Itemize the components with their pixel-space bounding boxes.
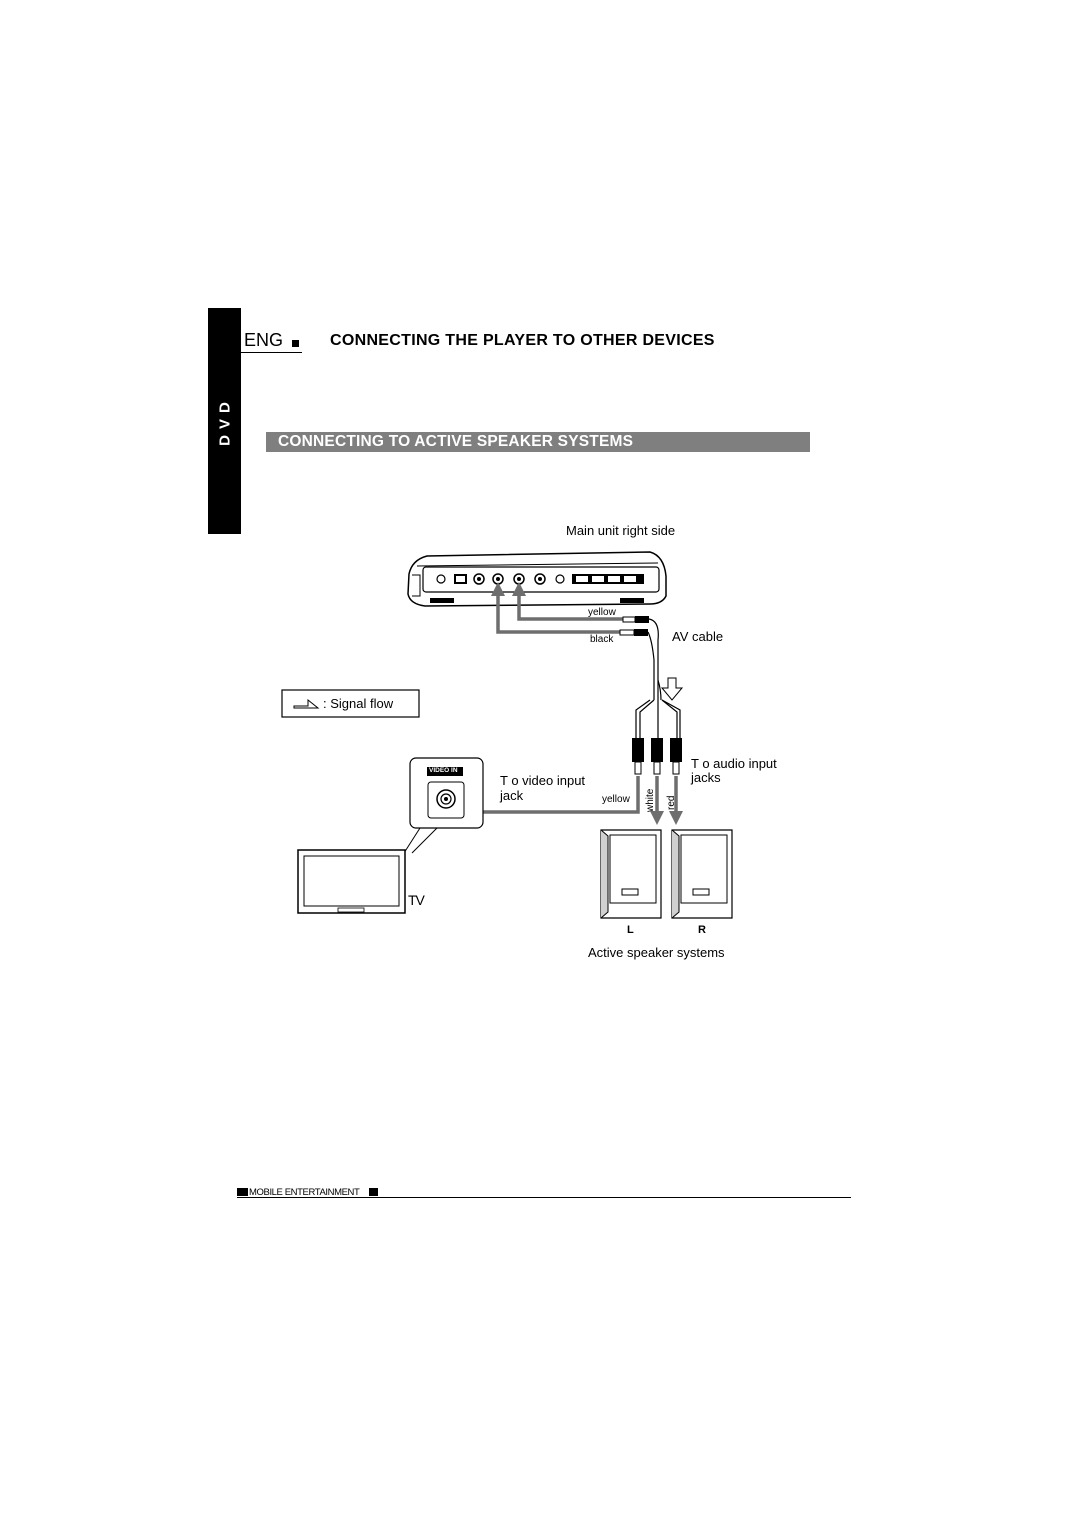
signal-flow-icon: [660, 677, 684, 701]
video-in-label: VIDEO IN: [429, 767, 458, 774]
speaker-right-label: R: [698, 924, 706, 936]
video-in-jack-callout: [403, 757, 484, 854]
footer-text: MOBILE ENTERTAINMENT: [249, 1187, 360, 1198]
red-cable-label: red: [666, 795, 677, 810]
av-cable-label: AV cable: [672, 629, 724, 644]
signal-arrow-black: [491, 582, 642, 634]
plug-yellow-label: yellow: [588, 607, 616, 618]
speaker-right: [671, 829, 733, 919]
language-label: ENG: [244, 330, 284, 350]
header-underline: [240, 352, 302, 353]
footer-square-icon: [369, 1188, 378, 1196]
footer-rule: [237, 1197, 851, 1198]
plug-black-label: black: [590, 634, 614, 645]
legend-text: : Signal flow: [323, 696, 394, 711]
section-title: CONNECTING TO ACTIVE SPEAKER SYSTEMS: [278, 433, 634, 450]
to-video-input-label-line2: jack: [500, 788, 524, 803]
to-audio-input-label-line1: T o audio input: [691, 756, 777, 771]
footer-square-icon: [237, 1188, 248, 1196]
tv-label: TV: [408, 892, 425, 908]
av-cable: [635, 618, 681, 738]
tv-set: [297, 849, 406, 914]
white-cable-label: white: [645, 788, 656, 812]
to-video-input-label-line1: T o video input: [500, 773, 586, 788]
page-number: 22: [216, 329, 236, 351]
signal-arrow-video: [455, 776, 640, 819]
to-audio-input-label-line2: jacks: [691, 770, 721, 785]
rca-plugs: [632, 738, 682, 775]
section-bar: CONNECTING TO ACTIVE SPEAKER SYSTEMS: [266, 432, 810, 452]
speakers-label: Active speaker systems: [588, 945, 725, 960]
speaker-left: [600, 829, 662, 919]
side-tab: DVD: [208, 308, 241, 534]
bullet-square-icon: [292, 340, 299, 347]
main-unit-label: Main unit right side: [566, 523, 676, 538]
signal-arrow-yellow: [512, 582, 642, 621]
signal-flow-legend: [281, 689, 420, 718]
av-minijack-plugs: [619, 616, 649, 636]
dvd-player-unit: [407, 551, 667, 607]
yellow-cable-label: yellow: [602, 794, 630, 805]
page-title: CONNECTING THE PLAYER TO OTHER DEVICES: [330, 332, 715, 349]
speaker-left-label: L: [627, 924, 634, 936]
